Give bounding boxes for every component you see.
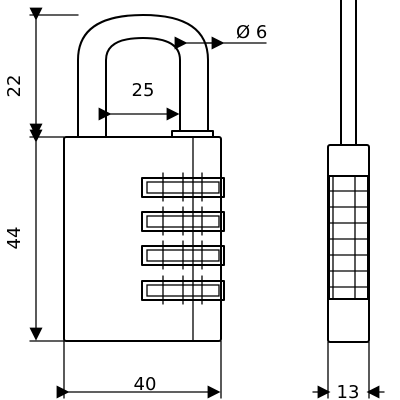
side-body: [327, 144, 370, 343]
dimension-body-depth: 13: [312, 341, 385, 400]
dial-3: [141, 240, 225, 270]
dimension-shackle-height: 22: [4, 7, 79, 138]
dial-1: [141, 172, 225, 202]
dial-2: [141, 206, 225, 236]
body-depth-label: 13: [337, 382, 360, 400]
shackle-height-label: 22: [4, 75, 25, 98]
dimension-shackle-diameter: Ø 6: [174, 22, 267, 50]
front-shackle: [77, 14, 214, 138]
dimension-inner-width: 25: [98, 80, 180, 121]
combination-dials: [141, 172, 225, 305]
body-height-label: 44: [4, 227, 25, 250]
shackle-diameter-label: Ø 6: [236, 22, 267, 43]
dimension-body-width: 40: [56, 340, 222, 399]
front-body: [63, 136, 222, 342]
body-width-label: 40: [134, 374, 157, 395]
inner-width-label: 25: [132, 80, 155, 101]
dimension-body-height: 44: [4, 129, 65, 342]
side-shackle: [340, 0, 357, 146]
dial-4: [141, 275, 225, 305]
